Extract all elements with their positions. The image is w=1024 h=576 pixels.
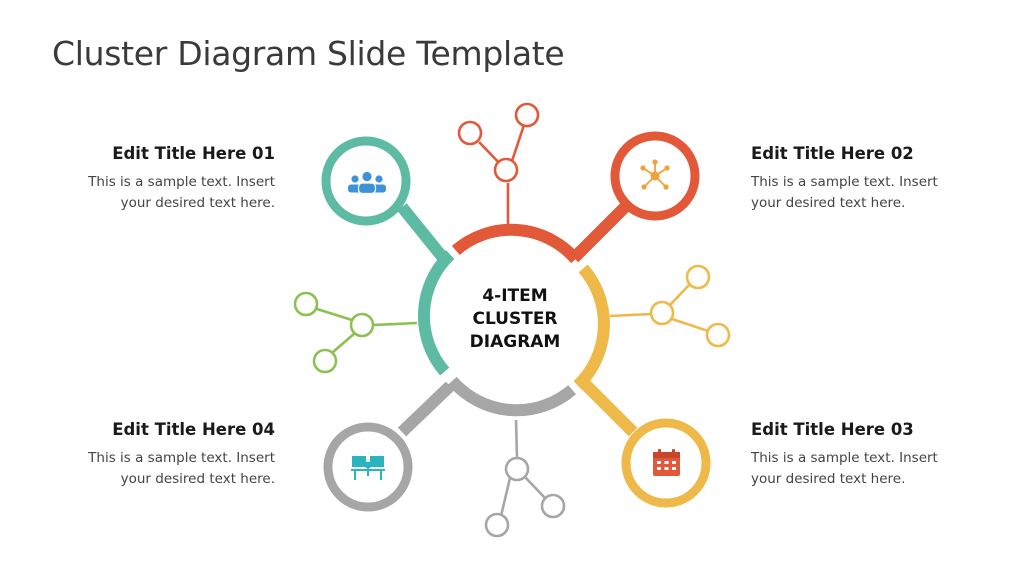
item-03-title: Edit Title Here 03 — [751, 420, 914, 439]
item-02-title: Edit Title Here 02 — [751, 144, 914, 163]
connector-orange — [569, 202, 630, 263]
center-label: 4-ITEM CLUSTER DIAGRAM — [440, 285, 590, 354]
item-04-desc-line: your desired text here. — [120, 471, 275, 487]
item-04-title: Edit Title Here 04 — [112, 420, 275, 439]
people-group-icon — [348, 171, 386, 195]
slide-title: Cluster Diagram Slide Template — [52, 34, 565, 73]
cluster-green — [293, 291, 418, 374]
cluster-orange — [457, 102, 540, 227]
center-label-line: DIAGRAM — [469, 332, 561, 352]
item-03-text: Edit Title Here 03 This is a sample text… — [751, 420, 971, 490]
icon-circle-01 — [321, 136, 411, 226]
item-03-desc-line: your desired text here. — [751, 471, 906, 487]
item-03-desc: This is a sample text. Insert your desir… — [751, 448, 971, 490]
cluster-yellow — [609, 264, 731, 348]
ring-arc-yellow — [573, 264, 610, 390]
center-label-line: CLUSTER — [472, 309, 558, 329]
item-01-desc-line: your desired text here. — [120, 195, 275, 211]
item-01-text: Edit Title Here 01 This is a sample text… — [55, 144, 275, 214]
connector-teal — [397, 203, 453, 268]
item-03-desc-line: This is a sample text. Insert — [751, 450, 938, 466]
item-02-text: Edit Title Here 02 This is a sample text… — [751, 144, 971, 214]
ring-arc-teal — [417, 250, 455, 376]
connector-yellow — [579, 378, 638, 437]
item-01-desc-line: This is a sample text. Insert — [88, 174, 275, 190]
item-01-title: Edit Title Here 01 — [112, 144, 275, 163]
item-02-desc-line: your desired text here. — [751, 195, 906, 211]
meeting-desk-icon — [351, 456, 385, 480]
item-04-desc: This is a sample text. Insert your desir… — [55, 448, 275, 490]
item-01-desc: This is a sample text. Insert your desir… — [55, 172, 275, 214]
ring-arc-gray — [447, 376, 577, 417]
network-hub-icon — [640, 159, 670, 190]
connector-gray — [397, 381, 455, 437]
item-04-desc-line: This is a sample text. Insert — [88, 450, 275, 466]
item-02-desc: This is a sample text. Insert your desir… — [751, 172, 971, 214]
center-label-line: 4-ITEM — [482, 286, 548, 306]
ring-arc-orange — [451, 223, 581, 264]
item-02-desc-line: This is a sample text. Insert — [751, 174, 938, 190]
cluster-gray — [484, 419, 566, 538]
calendar-icon — [653, 449, 680, 476]
item-04-text: Edit Title Here 04 This is a sample text… — [55, 420, 275, 490]
